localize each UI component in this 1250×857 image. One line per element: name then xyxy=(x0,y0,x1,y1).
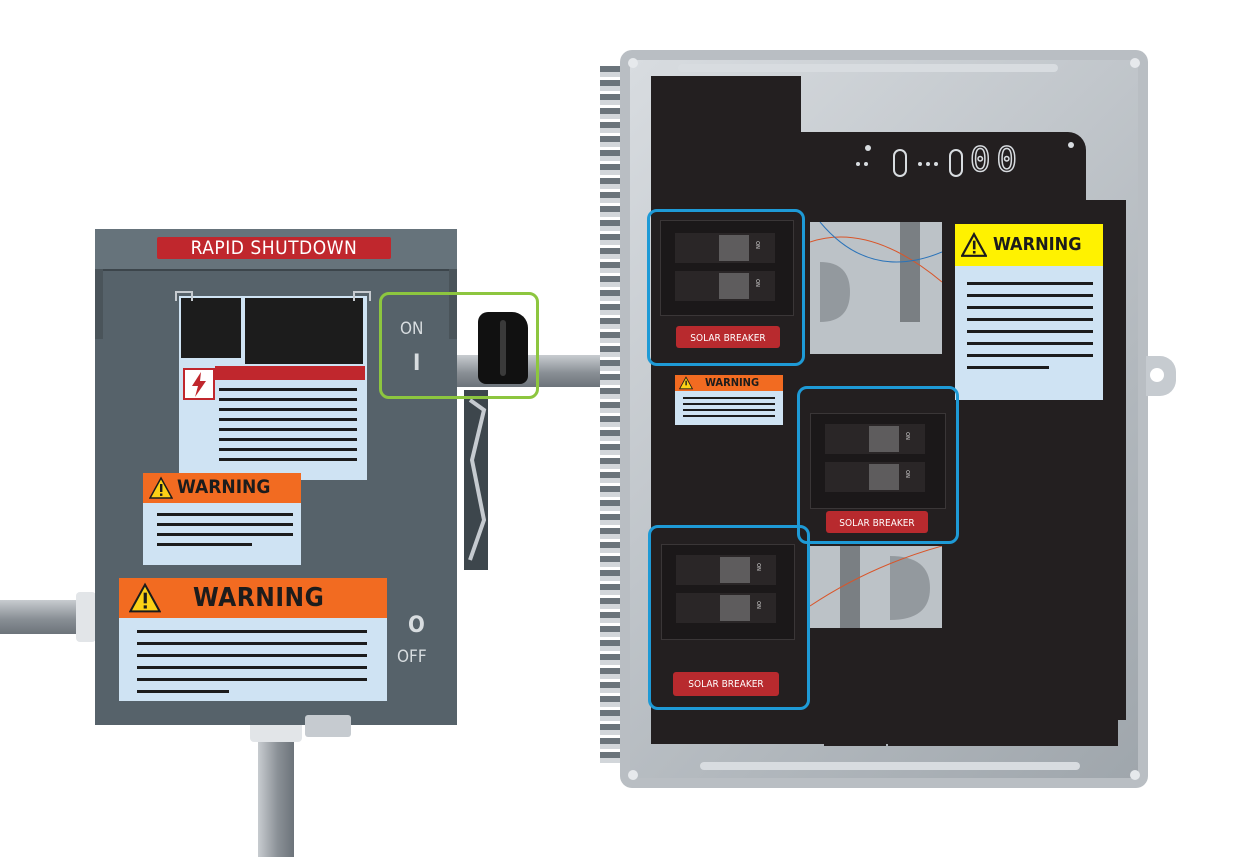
breaker-2-label: SOLAR BREAKER xyxy=(826,511,928,533)
panel-hinge-column xyxy=(600,66,620,766)
breaker-on-mark: ON xyxy=(753,279,760,287)
bus-window-upper xyxy=(809,221,943,354)
breaker-1-label-text: SOLAR BREAKER xyxy=(690,333,766,344)
corner-screw xyxy=(628,58,638,68)
breaker-3-switch-1[interactable]: ON xyxy=(676,555,776,585)
switch-highlight-outline xyxy=(379,292,539,399)
switch-linkage xyxy=(458,380,494,580)
breaker-2-switch-2[interactable]: ON xyxy=(825,462,925,492)
caution-icon xyxy=(129,582,161,613)
solar-breaker-3[interactable]: ON ON SOLAR BREAKER xyxy=(648,525,810,710)
meter-screw xyxy=(1068,142,1074,148)
hazard-label-text-lines xyxy=(219,388,357,461)
breaker-toggle[interactable] xyxy=(719,273,749,299)
enclosure-bottom-rail xyxy=(700,762,1080,770)
rs-small-warning-title: WARNING xyxy=(177,476,271,498)
breaker-3-label: SOLAR BREAKER xyxy=(673,672,779,696)
hazard-label xyxy=(179,296,367,480)
breaker-toggle[interactable] xyxy=(720,557,750,583)
breaker-on-mark: ON xyxy=(903,432,910,440)
panel-yellow-warning-header: WARNING xyxy=(955,224,1103,266)
panel-latch-hole xyxy=(1150,368,1164,382)
label-black-block-right xyxy=(245,298,363,364)
panel-small-warning-header: WARNING xyxy=(675,375,783,391)
breaker-1-switch-1[interactable]: ON xyxy=(675,233,775,263)
rs-large-warning-text-lines xyxy=(137,630,367,693)
rs-small-warning-header: WARNING xyxy=(143,473,301,503)
breaker-1-label: SOLAR BREAKER xyxy=(676,326,780,348)
breaker-toggle[interactable] xyxy=(869,426,899,452)
breaker-3-label-text: SOLAR BREAKER xyxy=(688,679,764,690)
lightning-icon xyxy=(183,368,215,400)
breaker-on-mark: ON xyxy=(753,241,760,249)
switch-on-symbol: I xyxy=(413,351,421,376)
breaker-on-mark: ON xyxy=(754,563,761,571)
switch-handle[interactable] xyxy=(478,312,528,384)
rs-small-warning-label: WARNING xyxy=(143,473,301,565)
breaker-on-mark: ON xyxy=(903,470,910,478)
panel-small-warning-title: WARNING xyxy=(705,376,760,389)
rs-small-warning-text-lines xyxy=(157,513,293,553)
caution-icon xyxy=(961,232,987,257)
left-conduit-fitting xyxy=(76,592,96,642)
panel-yellow-warning-title: WARNING xyxy=(993,234,1082,255)
breaker-on-mark: ON xyxy=(754,601,761,609)
rapid-shutdown-title: RAPID SHUTDOWN xyxy=(190,237,358,259)
breaker-toggle[interactable] xyxy=(720,595,750,621)
bottom-conduit xyxy=(258,725,294,857)
breaker-2-housing: ON ON xyxy=(810,413,946,509)
bus-window-lower xyxy=(809,545,943,628)
breaker-3-switch-2[interactable]: ON xyxy=(676,593,776,623)
caution-icon xyxy=(149,476,173,499)
meter-dots xyxy=(854,142,1034,186)
enclosure-top-rail xyxy=(678,64,1058,72)
panel-yellow-warning-text-lines xyxy=(967,282,1093,369)
bottom-conduit-fitting xyxy=(250,720,302,742)
label-red-stripe xyxy=(215,366,365,380)
corner-screw xyxy=(1130,770,1140,780)
corner-screw xyxy=(1130,58,1140,68)
switch-off-label: OFF xyxy=(397,647,427,667)
panel-small-warning-label: WARNING xyxy=(675,375,783,425)
breaker-2-label-text: SOLAR BREAKER xyxy=(839,518,915,529)
rs-large-warning-label: WARNING xyxy=(119,578,387,701)
label-clip-right xyxy=(353,291,371,301)
label-clip-left xyxy=(175,291,193,301)
panel-small-warning-text-lines xyxy=(683,397,775,417)
breaker-1-housing: ON ON xyxy=(660,220,794,316)
mounting-tab xyxy=(305,715,351,737)
rs-large-warning-title: WARNING xyxy=(193,583,325,613)
breaker-toggle[interactable] xyxy=(719,235,749,261)
main-panel-enclosure: 00 WARNING xyxy=(620,50,1148,788)
breaker-1-switch-2[interactable]: ON xyxy=(675,271,775,301)
switch-off-symbol: O xyxy=(408,613,425,638)
label-black-block-left xyxy=(181,298,241,358)
panel-latch xyxy=(1146,356,1176,396)
rapid-shutdown-title-plate: RAPID SHUTDOWN xyxy=(157,237,391,259)
solar-breaker-2[interactable]: ON ON SOLAR BREAKER xyxy=(797,386,959,544)
switch-handle-highlight xyxy=(500,320,506,376)
switch-on-label: ON xyxy=(400,319,424,339)
rs-large-warning-header: WARNING xyxy=(119,578,387,618)
panel-yellow-warning-label: WARNING xyxy=(955,224,1103,400)
solar-breaker-1[interactable]: ON ON SOLAR BREAKER xyxy=(647,209,805,366)
meter-readout: 00 xyxy=(969,139,1023,181)
breaker-3-housing: ON ON xyxy=(661,544,795,640)
breaker-2-switch-1[interactable]: ON xyxy=(825,424,925,454)
corner-screw xyxy=(628,770,638,780)
rapid-shutdown-box: RAPID SHUTDOWN WARNING xyxy=(95,229,457,737)
breaker-toggle[interactable] xyxy=(869,464,899,490)
caution-icon xyxy=(679,376,693,390)
lid-hinge-left xyxy=(95,269,103,339)
panel-backplate-bottom xyxy=(824,710,886,746)
lid-hinge-right xyxy=(449,269,457,339)
